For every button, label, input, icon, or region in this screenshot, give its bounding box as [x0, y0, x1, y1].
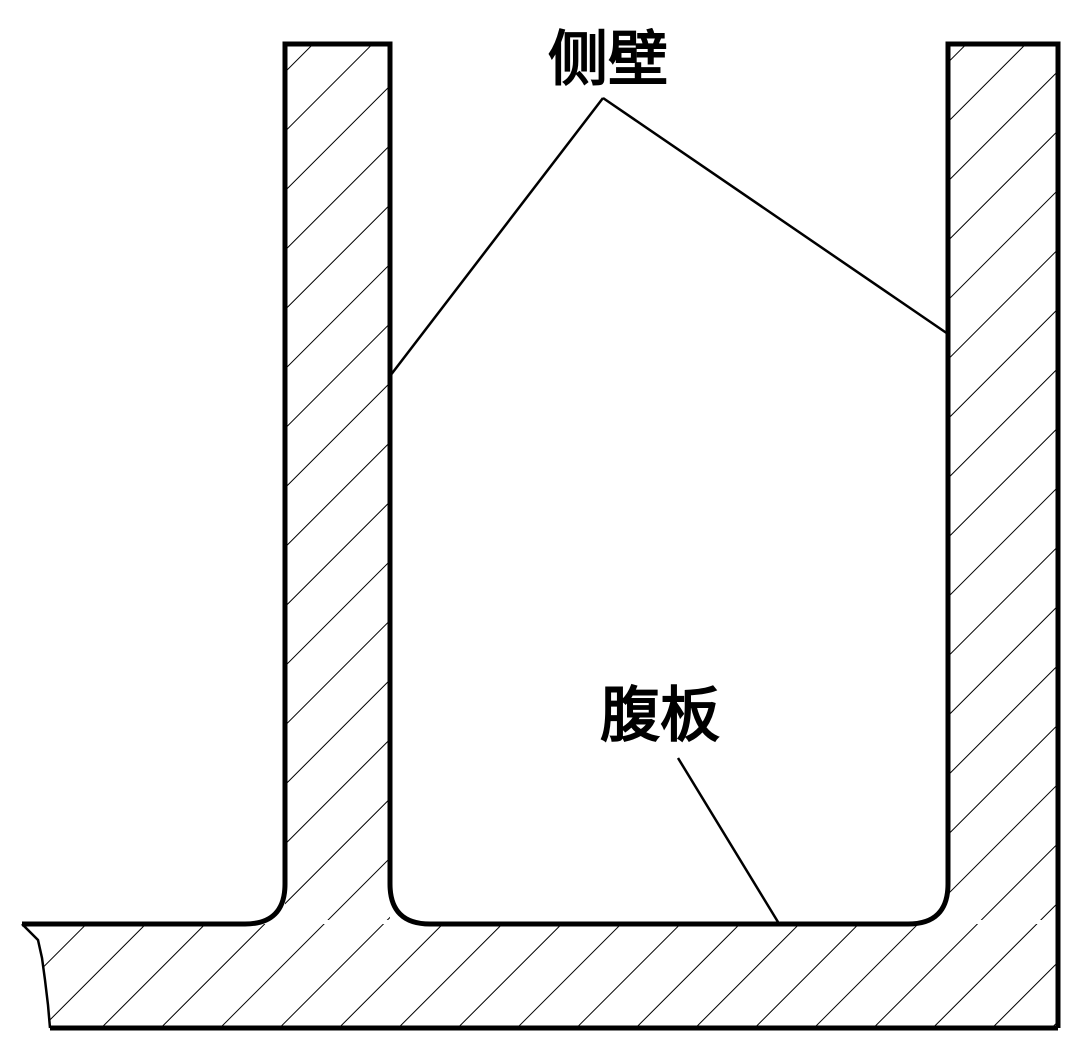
left-side-wall — [285, 44, 390, 920]
right-wall-outline — [945, 41, 1061, 1028]
web-plate-label: 腹板 — [600, 681, 720, 751]
web-plate-leader — [676, 757, 780, 923]
side-wall-label: 侧壁 — [548, 25, 668, 95]
left-outer-fillet — [22, 883, 288, 927]
right-side-wall — [948, 44, 1058, 920]
break-line — [21, 923, 52, 1029]
left-wall-outline — [282, 41, 393, 884]
side-wall-leader-left — [389, 97, 604, 377]
side-wall-leader-right — [602, 96, 949, 336]
base-plate — [22, 924, 1058, 1028]
inner-cavity-outline — [387, 883, 951, 927]
